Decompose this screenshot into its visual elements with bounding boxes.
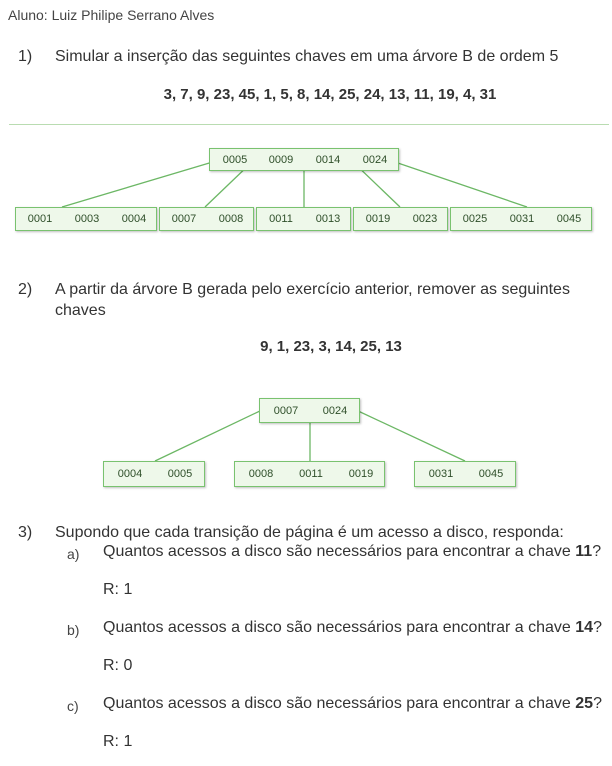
btree-1-leaf: 0001 0003 0004: [15, 207, 157, 231]
btree-2-root: 0007 0024: [259, 398, 360, 423]
question-text: Quantos acessos a disco são necessários …: [103, 695, 576, 712]
separator-line: [9, 124, 609, 125]
btree-1-key: 0005: [222, 153, 248, 166]
student-name: Aluno: Luiz Philipe Serrano Alves: [8, 7, 215, 23]
btree-2-key: 0011: [299, 468, 323, 480]
question-2-text-line2: chaves: [55, 302, 106, 319]
btree-1-key: 0023: [412, 213, 438, 225]
item-c-question: Quantos acessos a disco são necessários …: [103, 695, 602, 713]
btree-1-key: 0009: [268, 153, 294, 166]
btree-1-key: 0007: [171, 213, 197, 225]
btree-1-key: 0024: [362, 153, 388, 166]
btree-1-leaf: 0007 0008: [159, 207, 254, 231]
btree-1-root: 0005 0009 0014 0024: [209, 148, 399, 171]
btree-1-leaf: 0025 0031 0045: [450, 207, 592, 231]
btree-2-leaf: 0004 0005: [103, 461, 205, 487]
question-1-text: Simular a inserção das seguintes chaves …: [55, 48, 559, 65]
btree-2-key: 0031: [428, 468, 454, 480]
item-b-answer: R: 0: [103, 657, 133, 674]
btree-1-key: 0031: [509, 213, 535, 225]
btree-1-edge: [391, 160, 528, 208]
btree-1-key: 0014: [315, 153, 341, 166]
item-b-label: b): [67, 622, 80, 638]
btree-1-key: 0001: [27, 213, 53, 225]
item-c-label: c): [67, 698, 79, 714]
key-highlight: 25: [575, 695, 594, 712]
btree-2-edge: [355, 409, 466, 462]
question-2-number: 2): [18, 281, 33, 298]
question-mark: ?: [593, 695, 602, 712]
item-a-label: a): [67, 546, 80, 562]
item-a-question: Quantos acessos a disco são necessários …: [103, 543, 601, 561]
key-highlight: 14: [575, 619, 594, 636]
btree-2-key: 0045: [478, 468, 504, 480]
question-text: Quantos acessos a disco são necessários …: [103, 543, 576, 560]
btree-1-key: 0011: [269, 213, 293, 225]
question-1-number: 1): [18, 48, 33, 65]
btree-1-key: 0004: [121, 213, 147, 225]
question-3-number: 3): [18, 524, 33, 541]
key-highlight: 11: [575, 543, 593, 560]
btree-2-key: 0019: [348, 468, 374, 480]
btree-2-leaf: 0008 0011 0019: [234, 461, 385, 487]
question-1-keys: 3, 7, 9, 23, 45, 1, 5, 8, 14, 25, 24, 13…: [163, 86, 497, 103]
btree-2-edge: [154, 409, 263, 462]
btree-1-key: 0019: [365, 213, 391, 225]
question-mark: ?: [592, 543, 602, 560]
item-b-question: Quantos acessos a disco são necessários …: [103, 619, 602, 637]
question-mark: ?: [593, 619, 602, 636]
btree-2-key: 0007: [273, 404, 299, 417]
btree-2-key: 0024: [322, 404, 348, 417]
btree-1-key: 0013: [315, 213, 341, 225]
btree-1-key: 0045: [556, 213, 582, 225]
btree-1-key: 0003: [74, 213, 100, 225]
btree-2-key: 0008: [248, 468, 274, 480]
btree-1-leaf: 0019 0023: [353, 207, 448, 231]
btree-2-key: 0004: [117, 468, 143, 480]
question-2-keys: 9, 1, 23, 3, 14, 25, 13: [260, 338, 402, 355]
question-3-text: Supondo que cada transição de página é u…: [55, 524, 564, 541]
btree-2-key: 0005: [167, 468, 193, 480]
btree-1-key: 0008: [218, 213, 244, 225]
btree-1-key: 0025: [462, 213, 488, 225]
item-a-answer: R: 1: [103, 581, 133, 598]
btree-1-leaf: 0011 0013: [256, 207, 351, 231]
item-c-answer: R: 1: [103, 733, 133, 750]
btree-2-leaf: 0031 0045: [414, 461, 516, 487]
question-text: Quantos acessos a disco são necessários …: [103, 619, 576, 636]
question-2-text-line1: A partir da árvore B gerada pelo exercíc…: [55, 281, 570, 298]
btree-1-edge: [61, 160, 217, 208]
